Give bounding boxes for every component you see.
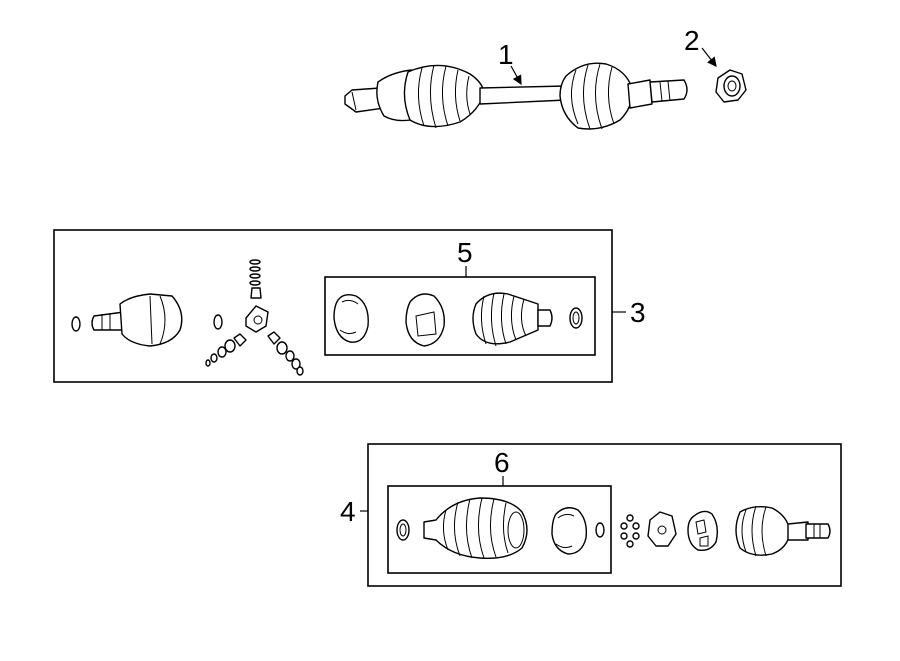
inner-joint-kit-group: 3: [53, 229, 646, 383]
boot-kit-group-5: 5: [324, 237, 596, 356]
outer-joint-kit-group: 4 6: [340, 443, 842, 587]
axle-nut: [715, 69, 747, 103]
tripod-assembly: [205, 259, 304, 376]
callout-2-label: 2: [684, 25, 700, 56]
callout-3-label: 3: [630, 297, 646, 328]
outer-joint-housing: [735, 505, 831, 557]
callout-2: 2: [684, 25, 717, 67]
axle-shaft-assembly: [344, 62, 688, 130]
callout-1-label: 1: [498, 39, 514, 70]
boot-kit-frame-6: [387, 485, 612, 574]
callout-6-label: 6: [494, 447, 510, 478]
outer-joint-kit-frame: [367, 443, 842, 587]
callout-4-label: 4: [340, 496, 356, 527]
callout-5-label: 5: [457, 237, 473, 268]
boot-kit-frame-5: [324, 276, 596, 356]
callout-1: 1: [498, 39, 522, 86]
bearing-balls: [620, 514, 640, 548]
inner-joint-housing: [91, 293, 183, 347]
inner-joint-kit-frame: [53, 229, 613, 383]
boot-kit-group-6: 6: [387, 447, 612, 574]
